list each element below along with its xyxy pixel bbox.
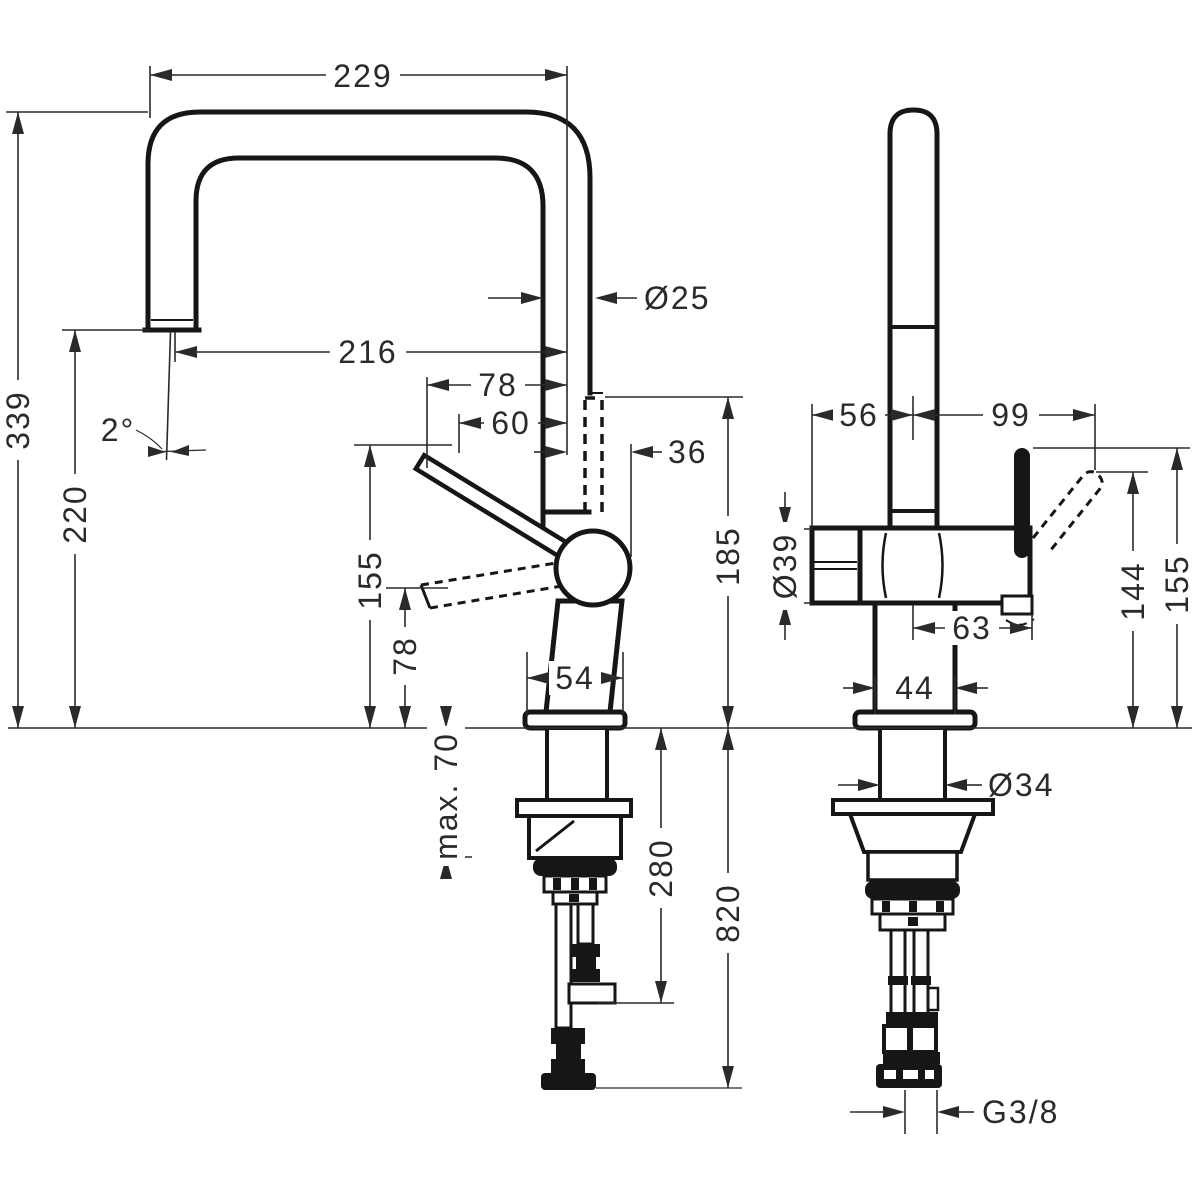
dim-label-216: 216 bbox=[338, 334, 397, 370]
dim-label-339: 339 bbox=[0, 390, 36, 449]
dim-label-56: 56 bbox=[839, 397, 879, 433]
dim-side-connection-thread: G3/8 bbox=[850, 1090, 1059, 1134]
dim-label-60: 60 bbox=[491, 405, 531, 441]
dim-side-body-width: 44 bbox=[843, 670, 988, 714]
dim-label-78h: 78 bbox=[478, 367, 518, 403]
dim-front-outlet-offset: 78 bbox=[426, 367, 567, 468]
dim-label-max70: max. 70 bbox=[428, 732, 464, 860]
dim-label-63: 63 bbox=[952, 610, 992, 646]
side-view bbox=[809, 107, 1104, 1088]
dim-side-handle-height-back: 144 bbox=[1096, 471, 1152, 728]
dim-front-stream-angle: 2° bbox=[101, 412, 207, 457]
spout-alt-position-dashed bbox=[583, 396, 604, 518]
dim-front-handle-top-offset: 60 bbox=[458, 405, 567, 453]
dim-label-54: 54 bbox=[555, 660, 595, 696]
side-spout-pipe bbox=[887, 107, 940, 531]
dim-label-36: 36 bbox=[668, 434, 708, 470]
cartridge-housing bbox=[809, 525, 1033, 606]
dim-front-base-width: 54 bbox=[526, 652, 624, 716]
dim-label-185: 185 bbox=[710, 526, 746, 585]
dim-label-g38: G3/8 bbox=[982, 1094, 1059, 1130]
dim-front-hose-connector-length: 280 bbox=[598, 728, 680, 1004]
dim-front-body-height: 185 bbox=[605, 396, 747, 728]
side-undercounter-assembly bbox=[831, 726, 995, 1088]
front-undercounter-assembly bbox=[515, 726, 633, 1090]
dim-label-o34: Ø34 bbox=[988, 767, 1054, 803]
handle-lever-dashed-position bbox=[419, 561, 563, 610]
dim-front-overall-height: 339 bbox=[0, 111, 148, 728]
dim-side-handle-height-top: 155 bbox=[1033, 447, 1196, 728]
side-hose-left bbox=[889, 928, 907, 1017]
side-handle-dashed-position bbox=[1031, 470, 1104, 552]
supply-hose-right bbox=[576, 902, 595, 946]
dim-label-820: 820 bbox=[710, 883, 746, 942]
dim-front-overall-width: 229 bbox=[149, 56, 568, 455]
dim-front-spout-reach: 216 bbox=[174, 332, 567, 370]
dim-label-44: 44 bbox=[895, 670, 935, 706]
dim-label-144: 144 bbox=[1115, 561, 1151, 620]
water-stream-line bbox=[165, 331, 172, 461]
dim-label-229: 229 bbox=[333, 58, 392, 94]
dim-label-155-side: 155 bbox=[1159, 554, 1195, 613]
dim-label-155-front: 155 bbox=[352, 550, 388, 609]
dim-label-280: 280 bbox=[643, 838, 679, 897]
handle-hub bbox=[1000, 594, 1034, 616]
dim-front-spout-diameter: Ø25 bbox=[488, 280, 710, 316]
side-body bbox=[872, 600, 958, 715]
side-base-flange bbox=[852, 709, 978, 731]
dim-label-2deg: 2° bbox=[101, 412, 136, 448]
dim-label-o25: Ø25 bbox=[644, 280, 710, 316]
dim-label-o39: Ø39 bbox=[767, 533, 803, 599]
dim-side-handle-reach: 63 bbox=[912, 605, 1033, 646]
dim-side-front-depth: 56 bbox=[811, 396, 914, 528]
side-hose-right bbox=[912, 928, 930, 1017]
dim-side-cartridge-diameter: Ø39 bbox=[766, 492, 812, 640]
dim-label-99: 99 bbox=[991, 397, 1031, 433]
base-flange bbox=[522, 709, 628, 731]
supply-hose-left bbox=[554, 902, 573, 1030]
spout-outer-outline bbox=[145, 109, 593, 396]
dim-side-back-depth: 99 bbox=[913, 397, 1096, 470]
spout-inner-outline bbox=[193, 155, 546, 533]
dim-label-220: 220 bbox=[57, 484, 93, 543]
dim-label-78v: 78 bbox=[387, 636, 423, 676]
side-handle-lever bbox=[1014, 448, 1030, 558]
dim-front-max-counter-thickness: max. 70 bbox=[427, 706, 472, 879]
dim-front-hose-length: 820 bbox=[709, 728, 747, 1088]
swivel-ball-joint bbox=[553, 528, 633, 608]
dim-front-swivel-offset: 36 bbox=[534, 434, 708, 557]
dim-front-handle-height: 155 bbox=[351, 444, 452, 728]
dim-side-shank-diameter: Ø34 bbox=[838, 767, 1054, 803]
dim-front-outlet-height: 220 bbox=[56, 329, 150, 728]
dim-front-handle-low-height: 78 bbox=[386, 587, 448, 728]
